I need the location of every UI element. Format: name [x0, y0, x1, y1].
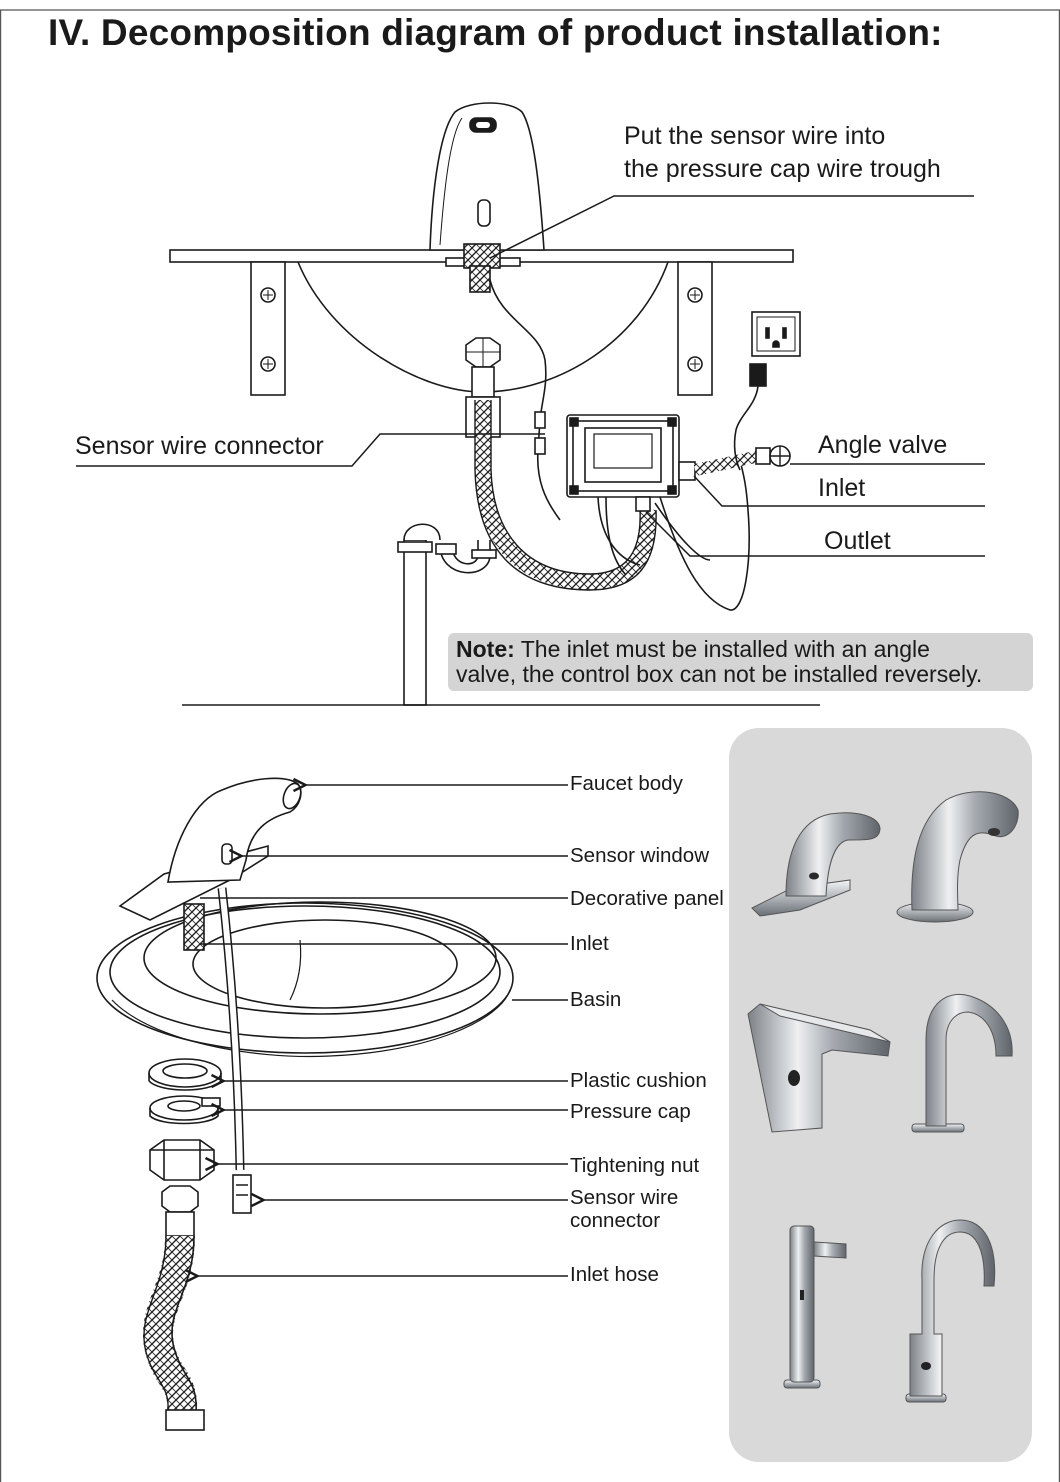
- exploded-diagram: [96, 777, 514, 1431]
- label-pressure-cap: Pressure cap: [570, 1100, 691, 1123]
- top-installation-diagram: [169, 102, 820, 706]
- gallery-faucet-5: [783, 1225, 847, 1389]
- gallery-faucet-6: [905, 1219, 996, 1403]
- label-plastic-cushion: Plastic cushion: [570, 1069, 707, 1092]
- exploded-leader-lines: [196, 785, 568, 1276]
- faucet-gallery-drawings: [747, 791, 1019, 1403]
- label-inlet-exploded: Inlet: [570, 932, 609, 955]
- label-inlet-hose: Inlet hose: [570, 1263, 659, 1286]
- label-basin: Basin: [570, 988, 622, 1011]
- left-bracket: [250, 261, 286, 396]
- label-sensor-wire-trough-line1: Put the sensor wire into: [624, 122, 886, 150]
- gallery-faucet-1: [751, 812, 881, 917]
- label-sensor-wire-line2: connector: [570, 1209, 661, 1232]
- leader-outlet: [645, 511, 985, 557]
- gallery-faucet-3: [747, 1003, 891, 1133]
- sensor-connector: [232, 1174, 252, 1214]
- label-sensor-wire-trough-line2: the pressure cap wire trough: [624, 155, 941, 183]
- control-box: [566, 414, 696, 512]
- gallery-faucet-2: [896, 791, 1019, 923]
- page-title: IV. Decomposition diagram of product ins…: [48, 12, 943, 53]
- top-leader-lines: [76, 195, 985, 557]
- label-outlet: Outlet: [824, 527, 891, 555]
- plastic-cushion: [148, 1058, 222, 1091]
- note-line-2: valve, the control box can not be instal…: [456, 661, 983, 687]
- right-bracket: [677, 261, 713, 396]
- page-border: [0, 9, 1060, 1482]
- gallery-faucet-4: [911, 993, 1013, 1133]
- faucet-body-exploded: [167, 777, 302, 883]
- angle-valve-hose: [693, 450, 762, 476]
- label-angle-valve: Angle valve: [818, 431, 948, 459]
- sensor-wire: [489, 279, 561, 521]
- pressure-cap: [149, 1095, 221, 1125]
- label-sensor-window: Sensor window: [570, 844, 710, 867]
- label-sensor-wire-connector: Sensor wire connector: [75, 432, 324, 460]
- inlet-stub: [183, 903, 205, 951]
- leader-inlet: [693, 475, 985, 507]
- inlet-hose-exploded: [143, 1185, 205, 1431]
- label-faucet-body: Faucet body: [570, 772, 683, 795]
- note-line-1: The inlet must be installed with an angl…: [514, 636, 930, 662]
- leader-sensor-wire-connector: [76, 433, 545, 467]
- label-inlet: Inlet: [818, 474, 866, 502]
- inlet-hose-top: [475, 400, 657, 591]
- note-box: Note: The inlet must be installed with a…: [448, 633, 1033, 691]
- tightening-nut: [149, 1139, 215, 1181]
- faucet-top: [429, 102, 545, 293]
- label-sensor-wire-line1: Sensor wire: [570, 1186, 679, 1209]
- power-outlet: [733, 311, 801, 471]
- label-tightening-nut: Tightening nut: [570, 1154, 700, 1177]
- drain-trap: [397, 523, 497, 706]
- note-heading: Note:: [456, 636, 515, 662]
- label-decorative-panel: Decorative panel: [570, 887, 724, 910]
- basin-exploded: [96, 901, 514, 1058]
- leader-sensor-wire-trough: [489, 195, 974, 259]
